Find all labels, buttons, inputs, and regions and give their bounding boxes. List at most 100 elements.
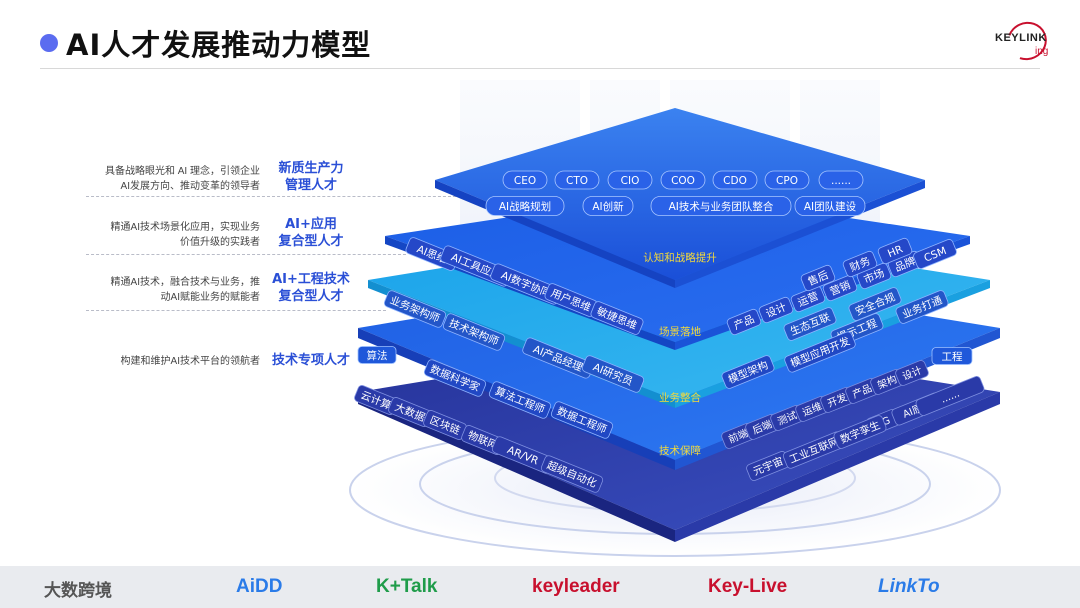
role-title-tech: 技术专项人才	[262, 352, 360, 369]
chip-bg	[423, 359, 487, 397]
chip-bg	[818, 170, 864, 190]
chip-bg	[794, 196, 866, 216]
chip: CIO	[607, 170, 653, 190]
chip-label: HR	[886, 243, 905, 260]
divider-dashed	[86, 254, 406, 255]
chip-label: COO	[671, 175, 695, 187]
talent-pyramid-diagram: CEO CTO CIO COO CDO CPO...... AI战略规划 AI创新 AI技术与业…	[349, 80, 1001, 557]
logo-sub-text: ing	[1035, 46, 1049, 57]
chip-bg	[540, 455, 604, 493]
chip-bg	[721, 355, 775, 389]
chip: CSM	[913, 239, 957, 269]
title-bullet-icon	[40, 34, 58, 52]
chip-bg	[550, 401, 614, 439]
chip-label: CIO	[621, 175, 640, 187]
chip-bg	[726, 308, 762, 336]
brand-aidd: AiDD	[236, 576, 283, 597]
role-desc-line: 动AI赋能业务的赋能者	[160, 292, 260, 303]
chip-bg	[842, 250, 878, 278]
chip: ......	[915, 376, 985, 416]
chip: 设计	[758, 296, 794, 324]
chip-bg	[783, 307, 837, 341]
brand-keylive: Key-Live	[708, 576, 788, 597]
chip-bg	[822, 274, 858, 302]
chip: 运营	[790, 285, 826, 313]
role-title-line: AI+工程技术	[272, 272, 350, 287]
chip-label: CPO	[776, 175, 798, 187]
role-desc-management: 具备战略眼光和 AI 理念，引领企业 AI发展方向、推动变革的领导者	[70, 164, 260, 194]
chip-bg	[607, 170, 653, 190]
chip-label: AI战略规划	[499, 200, 551, 213]
role-desc-tech: 构建和维护AI技术平台的领航者	[70, 354, 260, 369]
chip: AI战略规划	[485, 196, 565, 216]
chip-label: CTO	[566, 175, 588, 187]
role-title-engineering: AI+工程技术 复合型人才	[262, 271, 360, 305]
chip: 开发	[820, 387, 854, 413]
role-desc-line: 价值升级的实践者	[180, 237, 260, 248]
chip-bg	[712, 170, 758, 190]
chip-bg	[784, 331, 856, 373]
chip: CPO	[764, 170, 810, 190]
chip-bg	[660, 170, 706, 190]
chip-bg	[582, 196, 634, 216]
chip: 产品	[726, 308, 762, 336]
chip: AI创新	[582, 196, 634, 216]
chip-bg	[554, 170, 600, 190]
chip: 售后	[800, 264, 836, 292]
chip-bg	[383, 290, 447, 328]
chip-bg	[488, 381, 552, 419]
chip-bg	[848, 287, 902, 321]
chip-label: ......	[831, 175, 851, 187]
chip-label: 算法	[367, 349, 388, 362]
chip-bg	[915, 376, 985, 416]
chip: 设计	[895, 360, 929, 386]
chip: HR	[877, 237, 913, 265]
brand-keyleader: keyleader	[532, 576, 620, 597]
chip: CTO	[554, 170, 600, 190]
chip-bg	[758, 296, 794, 324]
chip: 财务	[842, 250, 878, 278]
chip: 工程	[931, 347, 973, 365]
chip-bg	[442, 313, 506, 351]
role-desc-line: 精通AI技术，融合技术与业务，推	[110, 277, 260, 288]
divider-dashed	[86, 196, 456, 197]
chip-bg	[357, 346, 397, 364]
role-desc-line: 精通AI技术场景化应用，实现业务	[110, 222, 260, 233]
brand-linkto: LinkTo	[878, 576, 940, 597]
role-desc-engineering: 精通AI技术，融合技术与业务，推 动AI赋能业务的赋能者	[70, 275, 260, 305]
role-desc-line: 构建和维护AI技术平台的领航者	[120, 356, 260, 367]
role-title-line: 技术专项人才	[271, 353, 350, 368]
chip-bg	[913, 239, 957, 269]
role-title-line: 管理人才	[284, 178, 337, 193]
role-title-line: 新质生产力	[278, 161, 344, 176]
chip-bg	[485, 196, 565, 216]
chip: 营销	[822, 274, 858, 302]
layer-1-top	[435, 108, 925, 280]
role-desc-line: 具备战略眼光和 AI 理念，引领企业	[104, 166, 260, 177]
chip: CEO	[502, 170, 548, 190]
chip: 架构	[870, 369, 904, 395]
chip-bg	[650, 196, 792, 216]
chip-bg	[833, 415, 887, 449]
layer-label: 技术保障	[659, 444, 701, 457]
chip-bg	[800, 264, 836, 292]
chip-label: AI团队建设	[804, 200, 857, 213]
chip-bg	[931, 347, 973, 365]
chip: 产品	[845, 378, 879, 404]
chip-bg	[590, 301, 644, 335]
chip: AI团队建设	[794, 196, 866, 216]
chip-bg	[502, 170, 548, 190]
chip: AI技术与业务团队整合	[650, 196, 792, 216]
layer-label: 场景落地	[659, 325, 701, 338]
chip-label: CDO	[723, 175, 747, 187]
chip-label: CEO	[514, 175, 536, 187]
logo-text: KEYLINK	[995, 32, 1047, 44]
role-title-line: 复合型人才	[278, 234, 344, 249]
role-title-line: AI+应用	[285, 217, 337, 232]
role-desc-application: 精通AI技术场景化应用，实现业务 价值升级的实践者	[70, 220, 260, 250]
chip-bg	[790, 285, 826, 313]
chip-label: AI技术与业务团队整合	[669, 200, 774, 213]
brand-dashukuajing: 大数跨境	[44, 581, 112, 600]
divider-dashed	[86, 310, 386, 311]
chip-bg	[895, 290, 949, 324]
